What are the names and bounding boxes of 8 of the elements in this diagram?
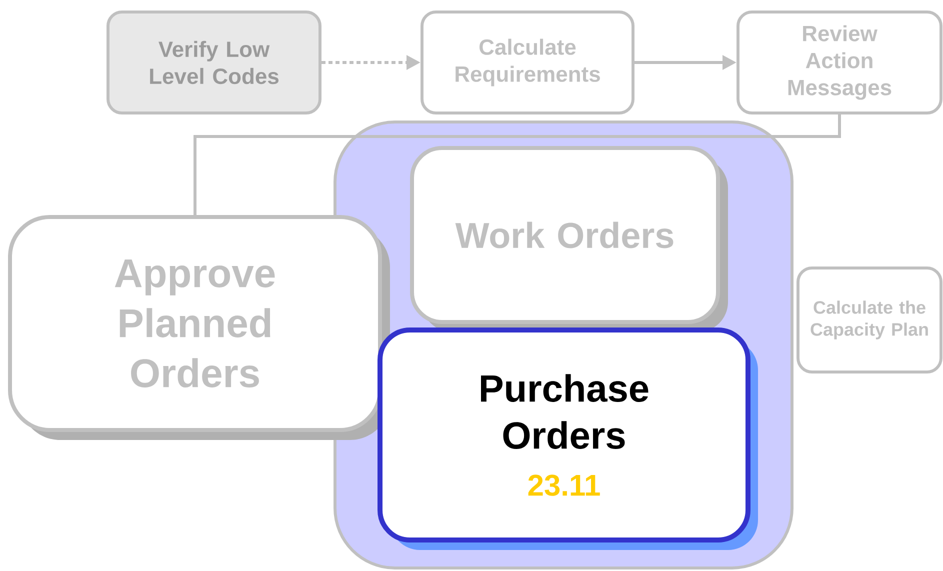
process-box: Work Orders: [410, 146, 728, 332]
highlighted-box: Purchase Orders 23.11: [378, 328, 758, 550]
process-box: Calculate Requirements: [420, 10, 634, 114]
process-box: Approve Planned Orders: [8, 215, 390, 440]
process-box: Verify Low Level Codes: [106, 10, 322, 114]
process-box: Review Action Messages: [736, 10, 942, 114]
process-box: Calculate the Capacity Plan: [796, 266, 942, 374]
connector-line: [194, 114, 841, 215]
